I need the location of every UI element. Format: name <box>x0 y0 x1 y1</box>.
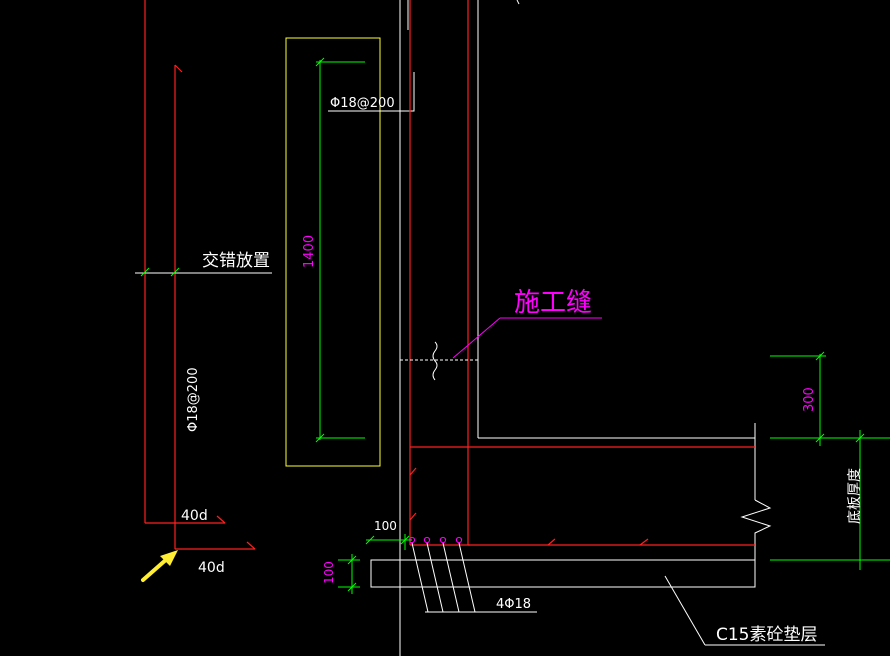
dim-300-lines <box>770 351 890 570</box>
dim-100-v-lines <box>338 554 360 594</box>
c15-cushion-label: C15素砼垫层 <box>716 625 818 645</box>
c15-leader <box>664 575 825 646</box>
dim-100-v-label: 100 <box>322 561 336 584</box>
dim-100-h-label: 100 <box>374 519 397 533</box>
bars-4phi18-label: 4Φ18 <box>496 597 531 612</box>
stagger-leader <box>135 267 272 277</box>
anchor-40d-lower: 40d <box>198 560 225 576</box>
joint-leader <box>452 317 602 359</box>
dim-1400-label: 1400 <box>302 235 317 268</box>
stagger-label: 交错放置 <box>202 251 270 271</box>
left-rebar-hook-tick-2 <box>246 541 256 550</box>
bottom-bars <box>408 536 537 613</box>
dim-100-h-lines <box>365 534 412 550</box>
dim-300-label: 300 <box>802 387 817 412</box>
left-rebar-inner-top-tick <box>174 64 183 73</box>
left-rebar-spec: Φ18@200 <box>186 367 201 432</box>
left-rebar-group <box>144 0 256 550</box>
left-rebar-hook-tick-1 <box>216 515 226 524</box>
detail-box-dimension <box>315 57 365 443</box>
detail-box <box>285 37 381 467</box>
anchor-40d-upper: 40d <box>181 508 208 524</box>
pointer-arrow <box>141 550 178 582</box>
construction-joint <box>400 341 478 381</box>
wall-rebar <box>409 0 755 546</box>
slab-thickness-label: 底板厚度 <box>847 468 863 524</box>
construction-joint-label: 施工缝 <box>514 288 592 318</box>
top-rebar-leader <box>328 72 415 112</box>
c15-cushion-layer <box>370 559 756 588</box>
wall-outline <box>399 0 772 656</box>
top-rebar-spec: Φ18@200 <box>330 96 395 111</box>
